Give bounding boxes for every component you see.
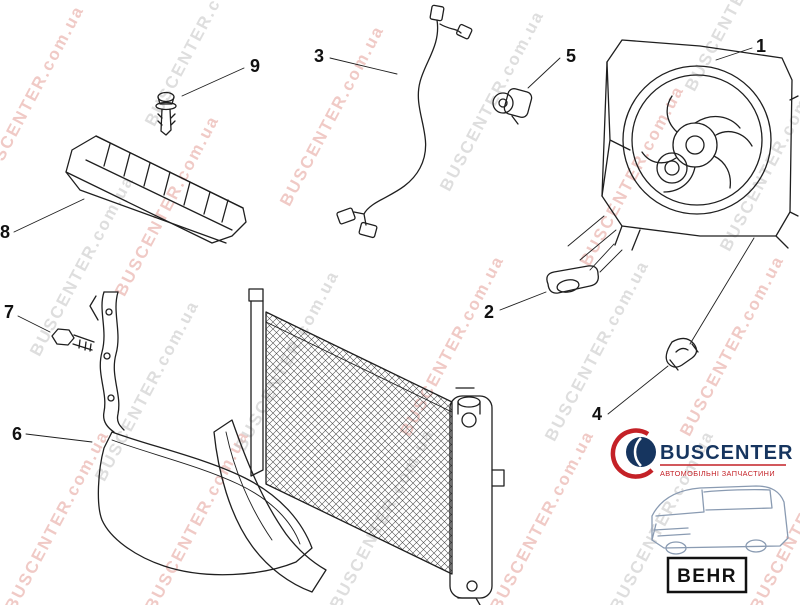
part-callout-5: 5 <box>566 46 576 66</box>
part1-fan-shroud-drawing <box>601 39 799 251</box>
part-callout-1: 1 <box>756 36 766 56</box>
center-deflector-drawing <box>213 419 327 593</box>
part-callout-9: 9 <box>250 56 260 76</box>
part7-bolt-drawing <box>51 328 95 352</box>
part-callout-6: 6 <box>12 424 22 444</box>
radiator-drawing <box>248 288 505 605</box>
buscenter-logo: BUSCENTER АВТОМОБІЛЬНІ ЗАПЧАСТИНИ <box>610 428 793 479</box>
behr-badge: BEHR <box>666 556 748 594</box>
logo-crescent-icon <box>610 428 654 479</box>
part-callout-2: 2 <box>484 302 494 322</box>
part3-wiring-drawing <box>336 4 473 239</box>
logo-tagline: АВТОМОБІЛЬНІ ЗАПЧАСТИНИ <box>660 469 775 478</box>
part8-top-panel-drawing <box>65 135 247 244</box>
logo-brand: BUSCENTER <box>660 442 793 464</box>
behr-label: BEHR <box>677 566 737 587</box>
air-deflector-drawing <box>97 431 313 576</box>
part2-bracket-drawing <box>546 243 623 294</box>
leader-lines <box>13 47 753 443</box>
logo-mark-icon <box>626 437 656 467</box>
part9-clip-drawing <box>155 91 177 136</box>
part-callout-7: 7 <box>4 302 14 322</box>
van-sketch-icon <box>651 485 789 555</box>
part-callout-3: 3 <box>314 46 324 66</box>
part-callout-8: 8 <box>0 222 10 242</box>
logo-mark-slash <box>633 437 642 467</box>
part4-clip-drawing <box>665 337 699 371</box>
part5-switch-drawing <box>492 88 533 125</box>
part6-side-bracket-drawing <box>89 291 125 433</box>
part-callout-4: 4 <box>592 404 602 424</box>
reference-lines <box>567 215 755 345</box>
